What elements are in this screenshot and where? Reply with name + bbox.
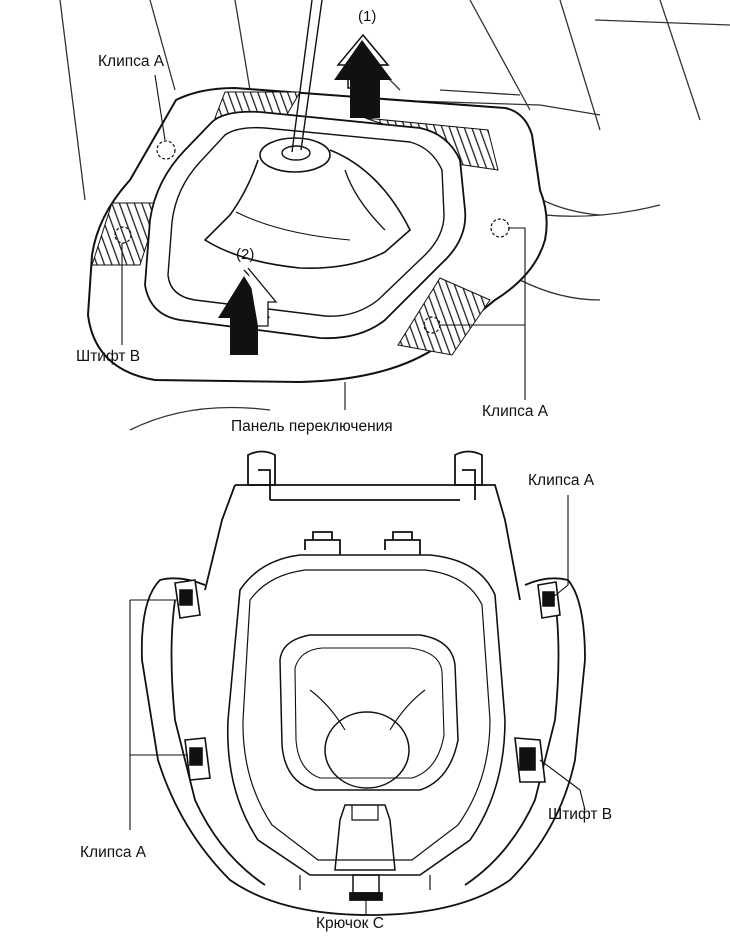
label-pin-b-bottom: Штифт B bbox=[548, 806, 613, 823]
shift-boot bbox=[203, 149, 411, 269]
arrow-1-number: (1) bbox=[358, 8, 377, 25]
label-panel-caption: Панель переключения bbox=[231, 418, 393, 435]
trim-ring-inner bbox=[167, 126, 445, 317]
clip-marker-top-left bbox=[156, 140, 176, 160]
label-clip-a-bottom-right: Клипса A bbox=[528, 472, 595, 489]
underside-clips bbox=[174, 579, 561, 783]
arrow-up-2 bbox=[218, 276, 270, 355]
panel-underside bbox=[140, 450, 586, 916]
label-clip-a-top-right: Клипса A bbox=[482, 403, 549, 420]
label-pin-b-top: Штифт B bbox=[76, 348, 141, 365]
label-hook-c: Крючок C bbox=[316, 915, 384, 932]
shift-rod bbox=[291, 0, 323, 153]
arrow-2-number: (2) bbox=[236, 246, 255, 263]
leader-lines-upper bbox=[121, 74, 526, 410]
clip-marker-left bbox=[114, 226, 132, 244]
hatch-left bbox=[91, 202, 161, 266]
label-clip-a-bottom-left: Клипса A bbox=[80, 844, 147, 861]
leader-lines-lower bbox=[129, 495, 586, 915]
hatch-right bbox=[397, 277, 491, 356]
label-clip-a-top-left: Клипса A bbox=[98, 53, 165, 70]
